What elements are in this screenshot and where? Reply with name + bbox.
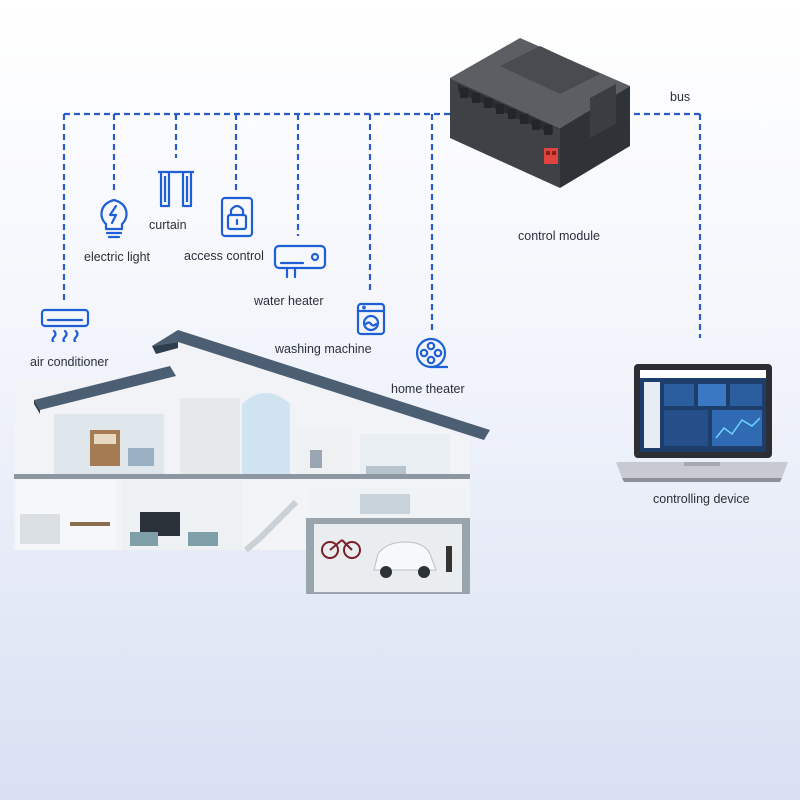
appliance-label-home-theater: home theater [391, 382, 465, 396]
controlling-device-label: controlling device [653, 492, 750, 506]
laptop-image [616, 364, 788, 482]
house-cutaway-image [14, 328, 490, 594]
control-module-label: control module [518, 229, 600, 243]
water-heater-icon [273, 244, 327, 279]
film-reel-icon [415, 337, 449, 369]
bus-label: bus [670, 90, 691, 104]
air-conditioner-icon [40, 308, 90, 342]
appliance-label-air-conditioner: air conditioner [30, 355, 109, 369]
curtain-icon [158, 170, 194, 208]
washing-machine-icon [356, 302, 386, 336]
appliance-label-electric-light: electric light [84, 250, 150, 264]
control-module-image [450, 38, 630, 188]
lock-icon [220, 196, 254, 238]
appliance-label-curtain: curtain [149, 218, 187, 232]
appliance-label-washing-machine: washing machine [275, 342, 372, 356]
appliance-label-water-heater: water heater [254, 294, 324, 308]
appliance-label-access-control: access control [184, 249, 264, 263]
light-bulb-icon [100, 198, 128, 239]
